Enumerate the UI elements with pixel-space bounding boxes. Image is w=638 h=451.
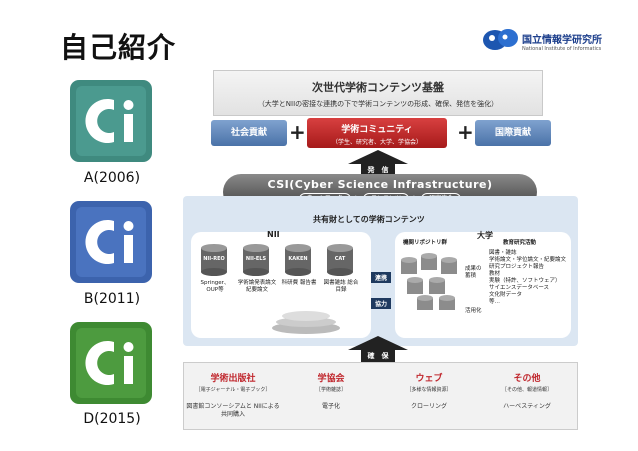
nii-desc-3: 科研費 報告書	[281, 280, 317, 286]
source-desc: 図書館コンソーシアムと NIIによる共同購入	[186, 403, 280, 418]
ci-logo-2015-icon	[70, 322, 152, 404]
source-sub: ［学術雑誌］	[315, 387, 346, 393]
edu-item: 教材	[489, 271, 501, 277]
csi-diagram: 次世代学術コンテンツ基盤 （大学とNIIの密接な連携の下で学術コンテンツの形成、…	[183, 64, 578, 430]
csi-title: CSI(Cyber Science Infrastructure)	[267, 178, 493, 191]
nii-label: NII	[267, 230, 280, 239]
shared-content-region: 共有財としての学術コンテンツ NII NII-REO NII-ELS KAKEN…	[183, 196, 578, 346]
hasshin-arrow-label: 発 信	[361, 164, 395, 176]
logo-subtext: National Institute of Informatics	[522, 46, 602, 52]
ci-logo-2006-icon	[70, 80, 152, 162]
seika-label: 成果の蓄積	[465, 266, 482, 279]
renkei-tag: 連携	[371, 272, 392, 283]
page-title: 自己紹介	[60, 31, 177, 64]
source-sub: ［多様な情報資源］	[406, 387, 452, 393]
db-label-cat: CAT	[334, 256, 346, 262]
source-desc: 電子化	[321, 403, 340, 410]
source-sub: ［その他、報道情報］	[501, 387, 552, 393]
kyoryoku-tag: 協力	[371, 298, 392, 309]
db-label-nii-els: NII-ELS	[245, 256, 267, 262]
source-sub: ［電子ジャーナル・電子ブック］	[195, 387, 271, 393]
international-contribution-box: 国際貢献	[475, 120, 551, 146]
ci-label-2011: B(2011)	[83, 291, 141, 307]
source-head: ウェブ	[415, 374, 443, 384]
nii-logo-icon	[481, 26, 521, 52]
source-desc: クローリング	[410, 403, 447, 410]
repository-label: 機関リポジトリ群	[403, 240, 448, 246]
nii-disk-stack-icon	[271, 308, 341, 336]
edu-items-list: 図書・雑誌 学術論文・学位論文・紀要論文 研究プロジェクト報告 教材 実験（特許…	[489, 250, 569, 306]
nii-panel: NII NII-REO NII-ELS KAKEN CAT Springer、O…	[191, 230, 371, 338]
source-publishers: 学術出版社 ［電子ジャーナル・電子ブック］ 図書館コンソーシアムと NIIによる…	[186, 371, 280, 419]
source-head: 学協会	[317, 374, 345, 384]
katsuyou-label: 活用化	[465, 308, 482, 314]
repository-cylinders-icon	[399, 252, 463, 316]
db-cylinder-icon	[327, 244, 353, 276]
source-desc: ハーベスティング	[503, 403, 551, 410]
edu-item: 学術論文・学位論文・紀要論文	[489, 257, 567, 263]
source-societies: 学協会 ［学術雑誌］ 電子化	[284, 371, 378, 411]
university-label: 大学	[477, 231, 493, 240]
db-cylinder-icon	[201, 244, 227, 276]
plus-sign-right: +	[457, 120, 474, 144]
academic-community-box: 学術コミュニティ （学生、研究者、大学、学協会）	[307, 118, 447, 148]
db-cylinder-icon	[285, 244, 311, 276]
hasshin-arrow-head-icon	[348, 150, 408, 164]
edu-item: 図書・雑誌	[489, 250, 517, 256]
source-head: 学術出版社	[210, 374, 256, 384]
source-other: その他 ［その他、報道情報］ ハーベスティング	[480, 371, 574, 411]
kakuho-arrow-label: 確 保	[361, 350, 395, 362]
logo-text: 国立情報学研究所	[522, 35, 602, 46]
kakuho-arrow-head-icon	[348, 336, 408, 350]
source-web: ウェブ ［多様な情報資源］ クローリング	[382, 371, 476, 411]
edu-item: 文化財データ	[489, 292, 523, 298]
next-gen-title: 次世代学術コンテンツ基盤	[312, 81, 444, 94]
nii-desc-1: Springer、OUP等	[200, 280, 230, 293]
edu-item: 実験（特許、ソフトウェア）	[489, 278, 561, 284]
db-cylinder-icon	[243, 244, 269, 276]
edu-item: 等…	[489, 299, 501, 305]
ci-label-2015: D(2015)	[83, 411, 141, 427]
db-label-nii-reo: NII-REO	[203, 256, 225, 262]
ci-logo-2011-icon	[70, 201, 152, 283]
edu-item: サイエンスデータベース	[489, 285, 550, 291]
shared-title: 共有財としての学術コンテンツ	[313, 215, 425, 224]
next-gen-subtitle: （大学とNIIの密接な連携の下で学術コンテンツの形成、確保、発信を強化）	[257, 100, 499, 108]
edu-research-label: 教育研究活動	[503, 240, 537, 246]
nii-desc-2: 学術論発表論文 紀要論文	[237, 280, 277, 293]
community-subtitle: （学生、研究者、大学、学協会）	[331, 139, 422, 146]
content-sources-bar: 学術出版社 ［電子ジャーナル・電子ブック］ 図書館コンソーシアムと NIIによる…	[183, 362, 578, 430]
ci-label-2006: A(2006)	[83, 170, 141, 186]
db-label-kaken: KAKEN	[288, 256, 308, 262]
university-panel: 大学 機関リポジトリ群 成果の蓄積 活用化 教育研究活動 図書・雑誌 学術論文・…	[395, 231, 571, 338]
plus-sign-left: +	[289, 120, 306, 144]
next-gen-content-box: 次世代学術コンテンツ基盤 （大学とNIIの密接な連携の下で学術コンテンツの形成、…	[213, 70, 543, 116]
edu-item: 研究プロジェクト報告	[489, 264, 545, 270]
social-contribution-box: 社会貢献	[211, 120, 287, 146]
community-title: 学術コミュニティ	[341, 125, 413, 135]
nii-desc-4: 図書雑誌 総合目録	[323, 280, 359, 293]
source-head: その他	[513, 374, 541, 384]
